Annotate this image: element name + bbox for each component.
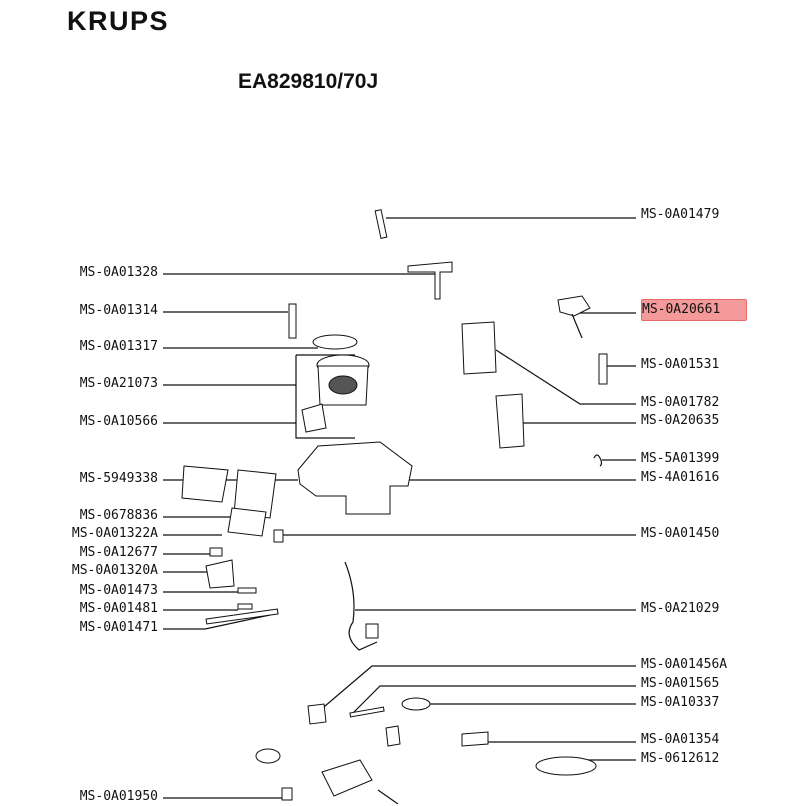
model-number: EA829810/70J [238,70,379,93]
part-link-ms-0a01473[interactable]: MS-0A01473 [79,583,158,598]
part-link-ms-0a01328[interactable]: MS-0A01328 [79,265,158,280]
part-link-ms-5a01399[interactable]: MS-5A01399 [641,451,720,466]
part-link-ms-0a01354[interactable]: MS-0A01354 [641,732,720,747]
part-link-ms-0a01317[interactable]: MS-0A01317 [79,339,158,354]
part-link-ms-0a01450[interactable]: MS-0A01450 [641,526,720,541]
part-link-ms-0a20635[interactable]: MS-0A20635 [641,413,720,428]
part-link-ms-0a20661-selected[interactable]: MS-0A20661 [641,299,748,321]
part-link-ms-0a10566[interactable]: MS-0A10566 [79,414,158,429]
part-link-ms-0a10337[interactable]: MS-0A10337 [641,695,720,710]
part-link-ms-0678836[interactable]: MS-0678836 [79,508,158,523]
part-link-ms-0a01456a[interactable]: MS-0A01456A [641,657,728,672]
part-link-ms-0a01314[interactable]: MS-0A01314 [79,303,158,318]
part-link-ms-5949338[interactable]: MS-5949338 [79,471,158,486]
part-link-ms-0a01782[interactable]: MS-0A01782 [641,395,720,410]
part-link-ms-0a01479[interactable]: MS-0A01479 [641,207,720,222]
part-link-ms-0a21073[interactable]: MS-0A21073 [79,376,158,391]
part-link-ms-0a01471[interactable]: MS-0A01471 [79,620,158,635]
part-link-ms-0a12677[interactable]: MS-0A12677 [79,545,158,560]
brand-logo: KRUPS [67,6,170,36]
part-link-ms-0a01950[interactable]: MS-0A01950 [79,789,158,804]
part-link-ms-0a01481[interactable]: MS-0A01481 [79,601,158,616]
part-link-ms-4a01616[interactable]: MS-4A01616 [641,470,720,485]
part-link-ms-0a01565[interactable]: MS-0A01565 [641,676,720,691]
part-link-ms-0a01322a[interactable]: MS-0A01322A [71,526,158,541]
part-link-ms-0a01531[interactable]: MS-0A01531 [641,357,720,372]
part-link-ms-0a21029[interactable]: MS-0A21029 [641,601,720,616]
leader-lines [163,217,636,804]
part-link-ms-0a01320a[interactable]: MS-0A01320A [71,563,158,578]
part-link-ms-0612612[interactable]: MS-0612612 [641,751,720,766]
part-drawings [181,209,608,801]
